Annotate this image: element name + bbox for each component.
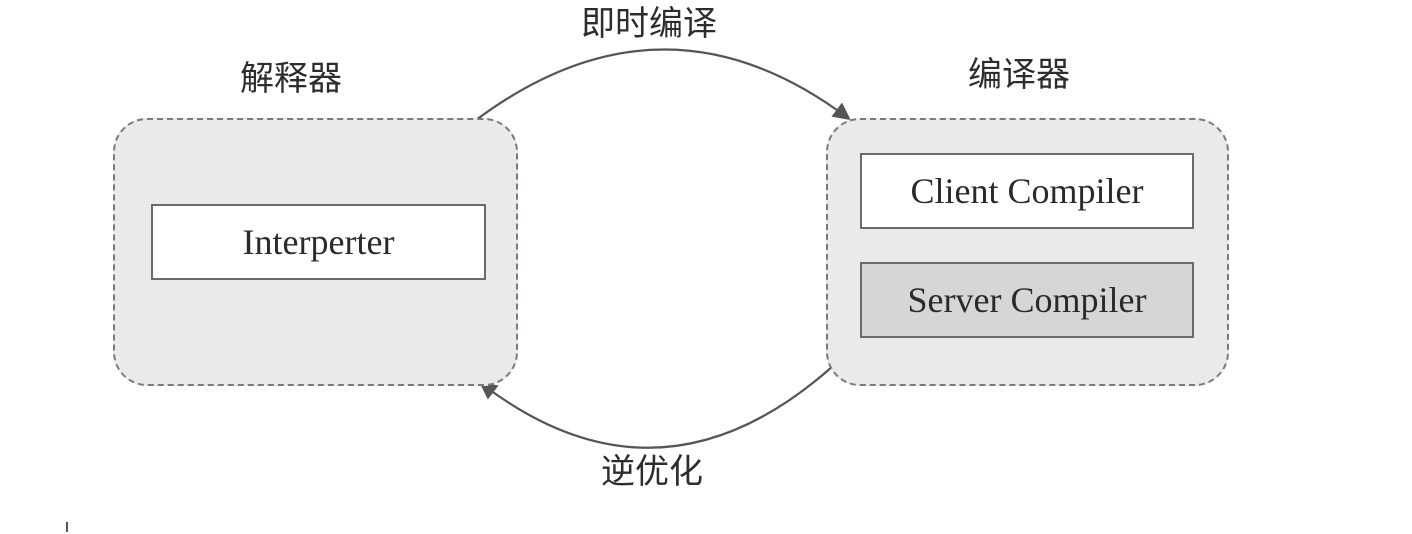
server-compiler-box: Server Compiler [860, 262, 1194, 338]
deoptimize-arrow [479, 365, 834, 449]
interpreter-box: Interperter [151, 204, 486, 280]
stray-mark [66, 522, 68, 532]
jit-compile-arrow [475, 48, 851, 121]
interpreter-title: 解释器 [240, 59, 342, 99]
compiler-title: 编译器 [968, 55, 1070, 95]
client-compiler-box: Client Compiler [860, 153, 1194, 229]
jit-compile-label: 即时编译 [581, 4, 717, 44]
deoptimize-label: 逆优化 [601, 452, 703, 492]
